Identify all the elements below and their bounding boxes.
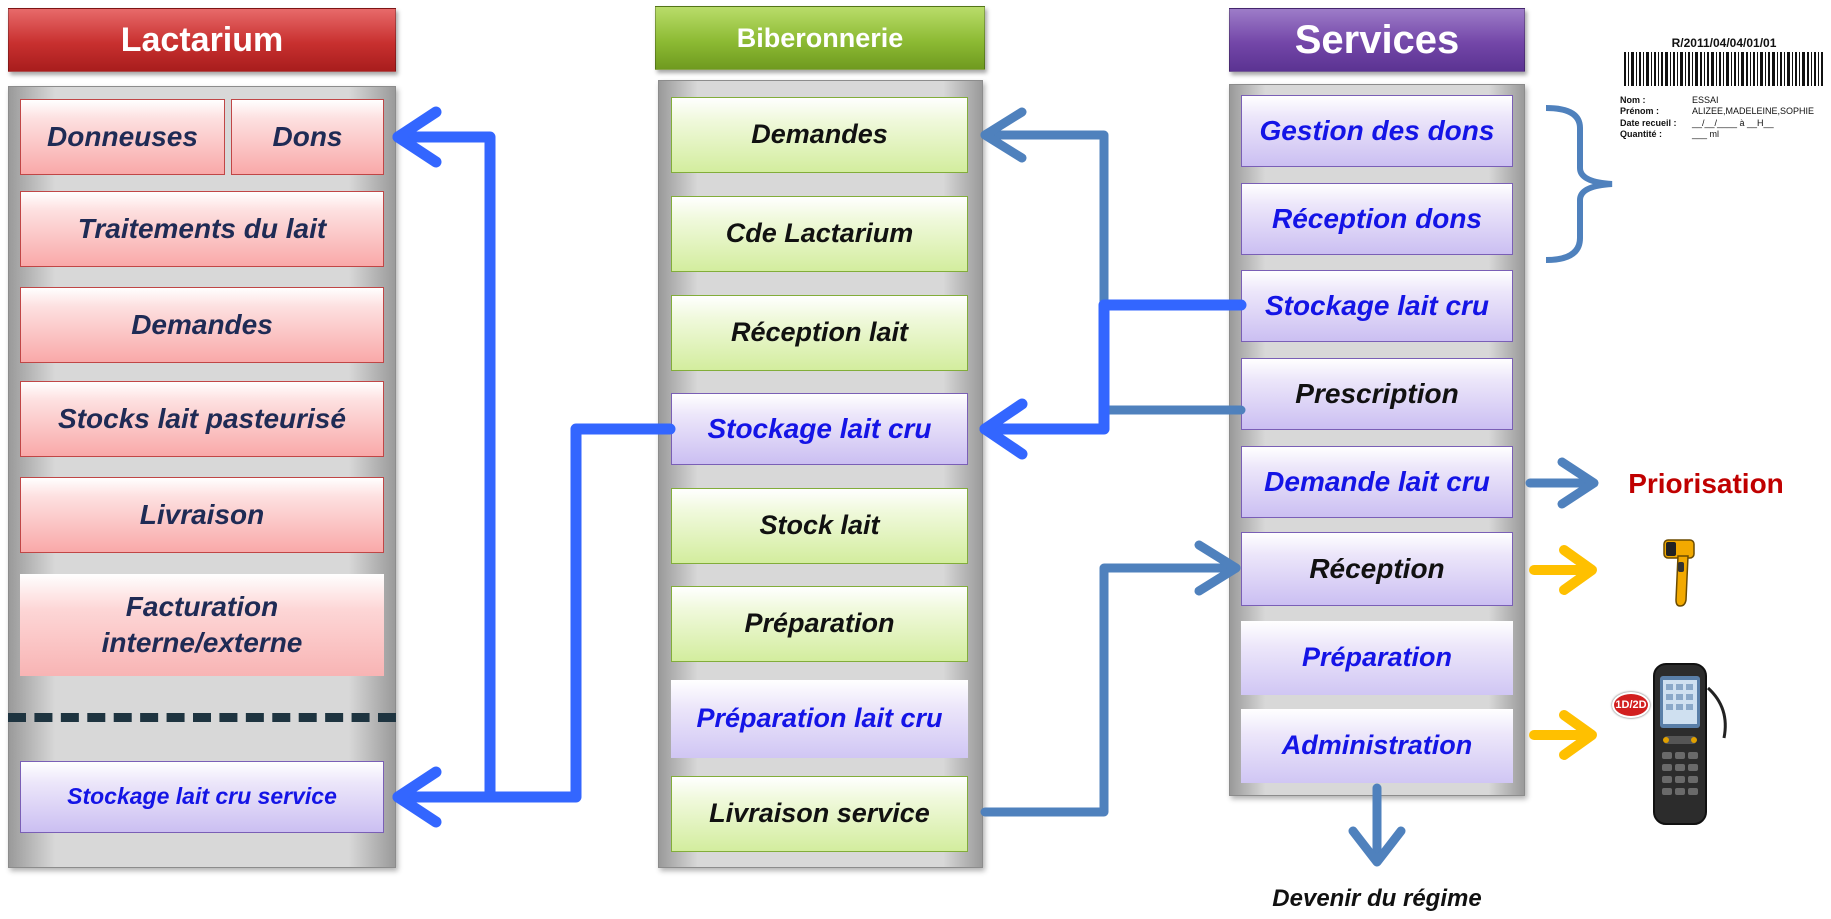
arrow-to-dons bbox=[392, 106, 442, 168]
services-item-administration[interactable]: Administration bbox=[1241, 709, 1513, 783]
item-label: Réception dons bbox=[1271, 202, 1482, 234]
services-item-stockage-lait-cru[interactable]: Stockage lait cru bbox=[1241, 270, 1513, 342]
item-label: Gestion des dons bbox=[1259, 114, 1495, 146]
item-label: Demandes bbox=[751, 119, 888, 150]
lactarium-item-traitements[interactable]: Traitements du lait bbox=[20, 191, 384, 267]
biberonnerie-item-livraison-service[interactable]: Livraison service bbox=[671, 776, 968, 852]
yellow-arrow-reception-head bbox=[1559, 545, 1597, 595]
arrow-to-priorisation bbox=[1557, 457, 1599, 509]
label-value: __/__/____ à __H__ bbox=[1692, 117, 1774, 128]
services-item-reception[interactable]: Réception bbox=[1241, 532, 1513, 606]
item-label: Donneuses bbox=[47, 120, 198, 152]
device-badge-text: 1D/2D bbox=[1615, 699, 1647, 711]
lactarium-item-stockage-service[interactable]: Stockage lait cru service bbox=[20, 761, 384, 833]
lactarium-item-facturation[interactable]: Facturation interne/externe bbox=[20, 574, 384, 676]
lactarium-bracket-line bbox=[392, 131, 496, 803]
arrow-to-devenir bbox=[1348, 826, 1406, 867]
pda-terminal-icon bbox=[1653, 663, 1727, 825]
label-key: Nom : bbox=[1620, 95, 1646, 105]
lactarium-item-demandes[interactable]: Demandes bbox=[20, 287, 384, 363]
lactarium-item-dons[interactable]: Dons bbox=[231, 99, 384, 175]
lactarium-item-stocks[interactable]: Stocks lait pasteurisé bbox=[20, 381, 384, 457]
biberonnerie-header: Biberonnerie bbox=[655, 6, 985, 70]
label-value: ___ ml bbox=[1692, 128, 1720, 139]
arrow-to-biberonnerie-demandes bbox=[980, 107, 1027, 163]
item-label: Réception lait bbox=[730, 317, 909, 348]
livraison-to-reception-line bbox=[980, 563, 1241, 817]
item-label: Stock lait bbox=[759, 510, 880, 541]
services-item-preparation[interactable]: Préparation bbox=[1241, 621, 1513, 695]
item-label: Livraison bbox=[139, 498, 265, 530]
item-label: Stockage lait cru bbox=[1264, 289, 1490, 321]
services-item-prescription[interactable]: Prescription bbox=[1241, 358, 1513, 430]
lactarium-item-donneuses[interactable]: Donneuses bbox=[20, 99, 225, 175]
biberonnerie-item-reception-lait[interactable]: Réception lait bbox=[671, 295, 968, 371]
device-badge: 1D/2D bbox=[1612, 692, 1650, 718]
services-title: Services bbox=[1294, 17, 1460, 62]
biberonnerie-to-lactarium-line bbox=[484, 423, 676, 803]
arrow-to-stockage-service bbox=[392, 766, 442, 828]
devenir-text: Devenir du régime bbox=[1272, 885, 1482, 912]
biberonnerie-item-cde-lactarium[interactable]: Cde Lactarium bbox=[671, 196, 968, 272]
yellow-arrow-administration-head bbox=[1559, 710, 1597, 760]
item-label: Préparation bbox=[1301, 642, 1453, 673]
item-label: Stocks lait pasteurisé bbox=[58, 402, 346, 434]
lactarium-title: Lactarium bbox=[120, 20, 284, 59]
item-label: Livraison service bbox=[709, 798, 930, 829]
item-label: Dons bbox=[272, 120, 343, 152]
separator-dashed-line bbox=[8, 713, 396, 722]
label-value: ESSAI bbox=[1692, 95, 1719, 105]
item-label: Préparation bbox=[744, 608, 895, 639]
biberonnerie-item-stockage-lait-cru[interactable]: Stockage lait cru bbox=[671, 393, 968, 465]
biberonnerie-item-demandes[interactable]: Demandes bbox=[671, 97, 968, 173]
sample-label: R/2011/04/04/01/01 Nom : ESSAI Prénom : AL… bbox=[1620, 36, 1828, 166]
label-value: ALIZEE,MADELEINE,SOPHIE bbox=[1692, 106, 1815, 117]
biberonnerie-item-preparation-lait-cru[interactable]: Préparation lait cru bbox=[671, 680, 968, 758]
item-label: Préparation lait cru bbox=[696, 703, 943, 734]
lactarium-header: Lactarium bbox=[8, 8, 396, 72]
item-label: Cde Lactarium bbox=[725, 218, 914, 249]
services-item-gestion-dons[interactable]: Gestion des dons bbox=[1241, 95, 1513, 167]
label-fields: Nom : ESSAI Prénom : ALIZEE,MADELEINE,SOPH… bbox=[1620, 95, 1828, 140]
item-label: Réception bbox=[1309, 552, 1445, 584]
services-to-stockage-lait-cru-line bbox=[979, 299, 1247, 435]
biberonnerie-item-stock-lait[interactable]: Stock lait bbox=[671, 488, 968, 564]
label-key: Quantité : bbox=[1620, 128, 1662, 139]
barcode-icon bbox=[1624, 52, 1823, 86]
label-key: Date recueil : bbox=[1620, 117, 1677, 128]
label-key: Prénom : bbox=[1620, 106, 1660, 117]
curly-brace-dons bbox=[1545, 105, 1613, 263]
lactarium-item-livraison[interactable]: Livraison bbox=[20, 477, 384, 553]
devenir-label: Devenir du régime bbox=[1247, 882, 1507, 916]
item-label: Prescription bbox=[1295, 377, 1459, 409]
biberonnerie-item-preparation[interactable]: Préparation bbox=[671, 586, 968, 662]
item-label: Demandes bbox=[131, 308, 273, 340]
item-label: Stockage lait cru bbox=[707, 412, 932, 444]
services-header: Services bbox=[1229, 8, 1525, 72]
arrow-to-biberonnerie-stockage bbox=[979, 398, 1028, 460]
barcode-scanner-icon bbox=[1663, 539, 1695, 607]
item-label: Traitements du lait bbox=[77, 212, 327, 244]
item-label: Facturation interne/externe bbox=[101, 590, 303, 658]
biberonnerie-title: Biberonnerie bbox=[736, 22, 904, 53]
item-label: Demande lait cru bbox=[1264, 465, 1490, 497]
services-item-reception-dons[interactable]: Réception dons bbox=[1241, 183, 1513, 255]
item-label: Administration bbox=[1281, 730, 1473, 761]
services-item-demande-lait-cru[interactable]: Demande lait cru bbox=[1241, 446, 1513, 518]
priorisation-label: Priorisation bbox=[1616, 462, 1796, 506]
priorisation-text: Priorisation bbox=[1628, 468, 1784, 499]
item-label: Stockage lait cru service bbox=[67, 783, 337, 810]
arrow-to-services-reception bbox=[1194, 540, 1241, 596]
label-code: R/2011/04/04/01/01 bbox=[1671, 36, 1777, 50]
